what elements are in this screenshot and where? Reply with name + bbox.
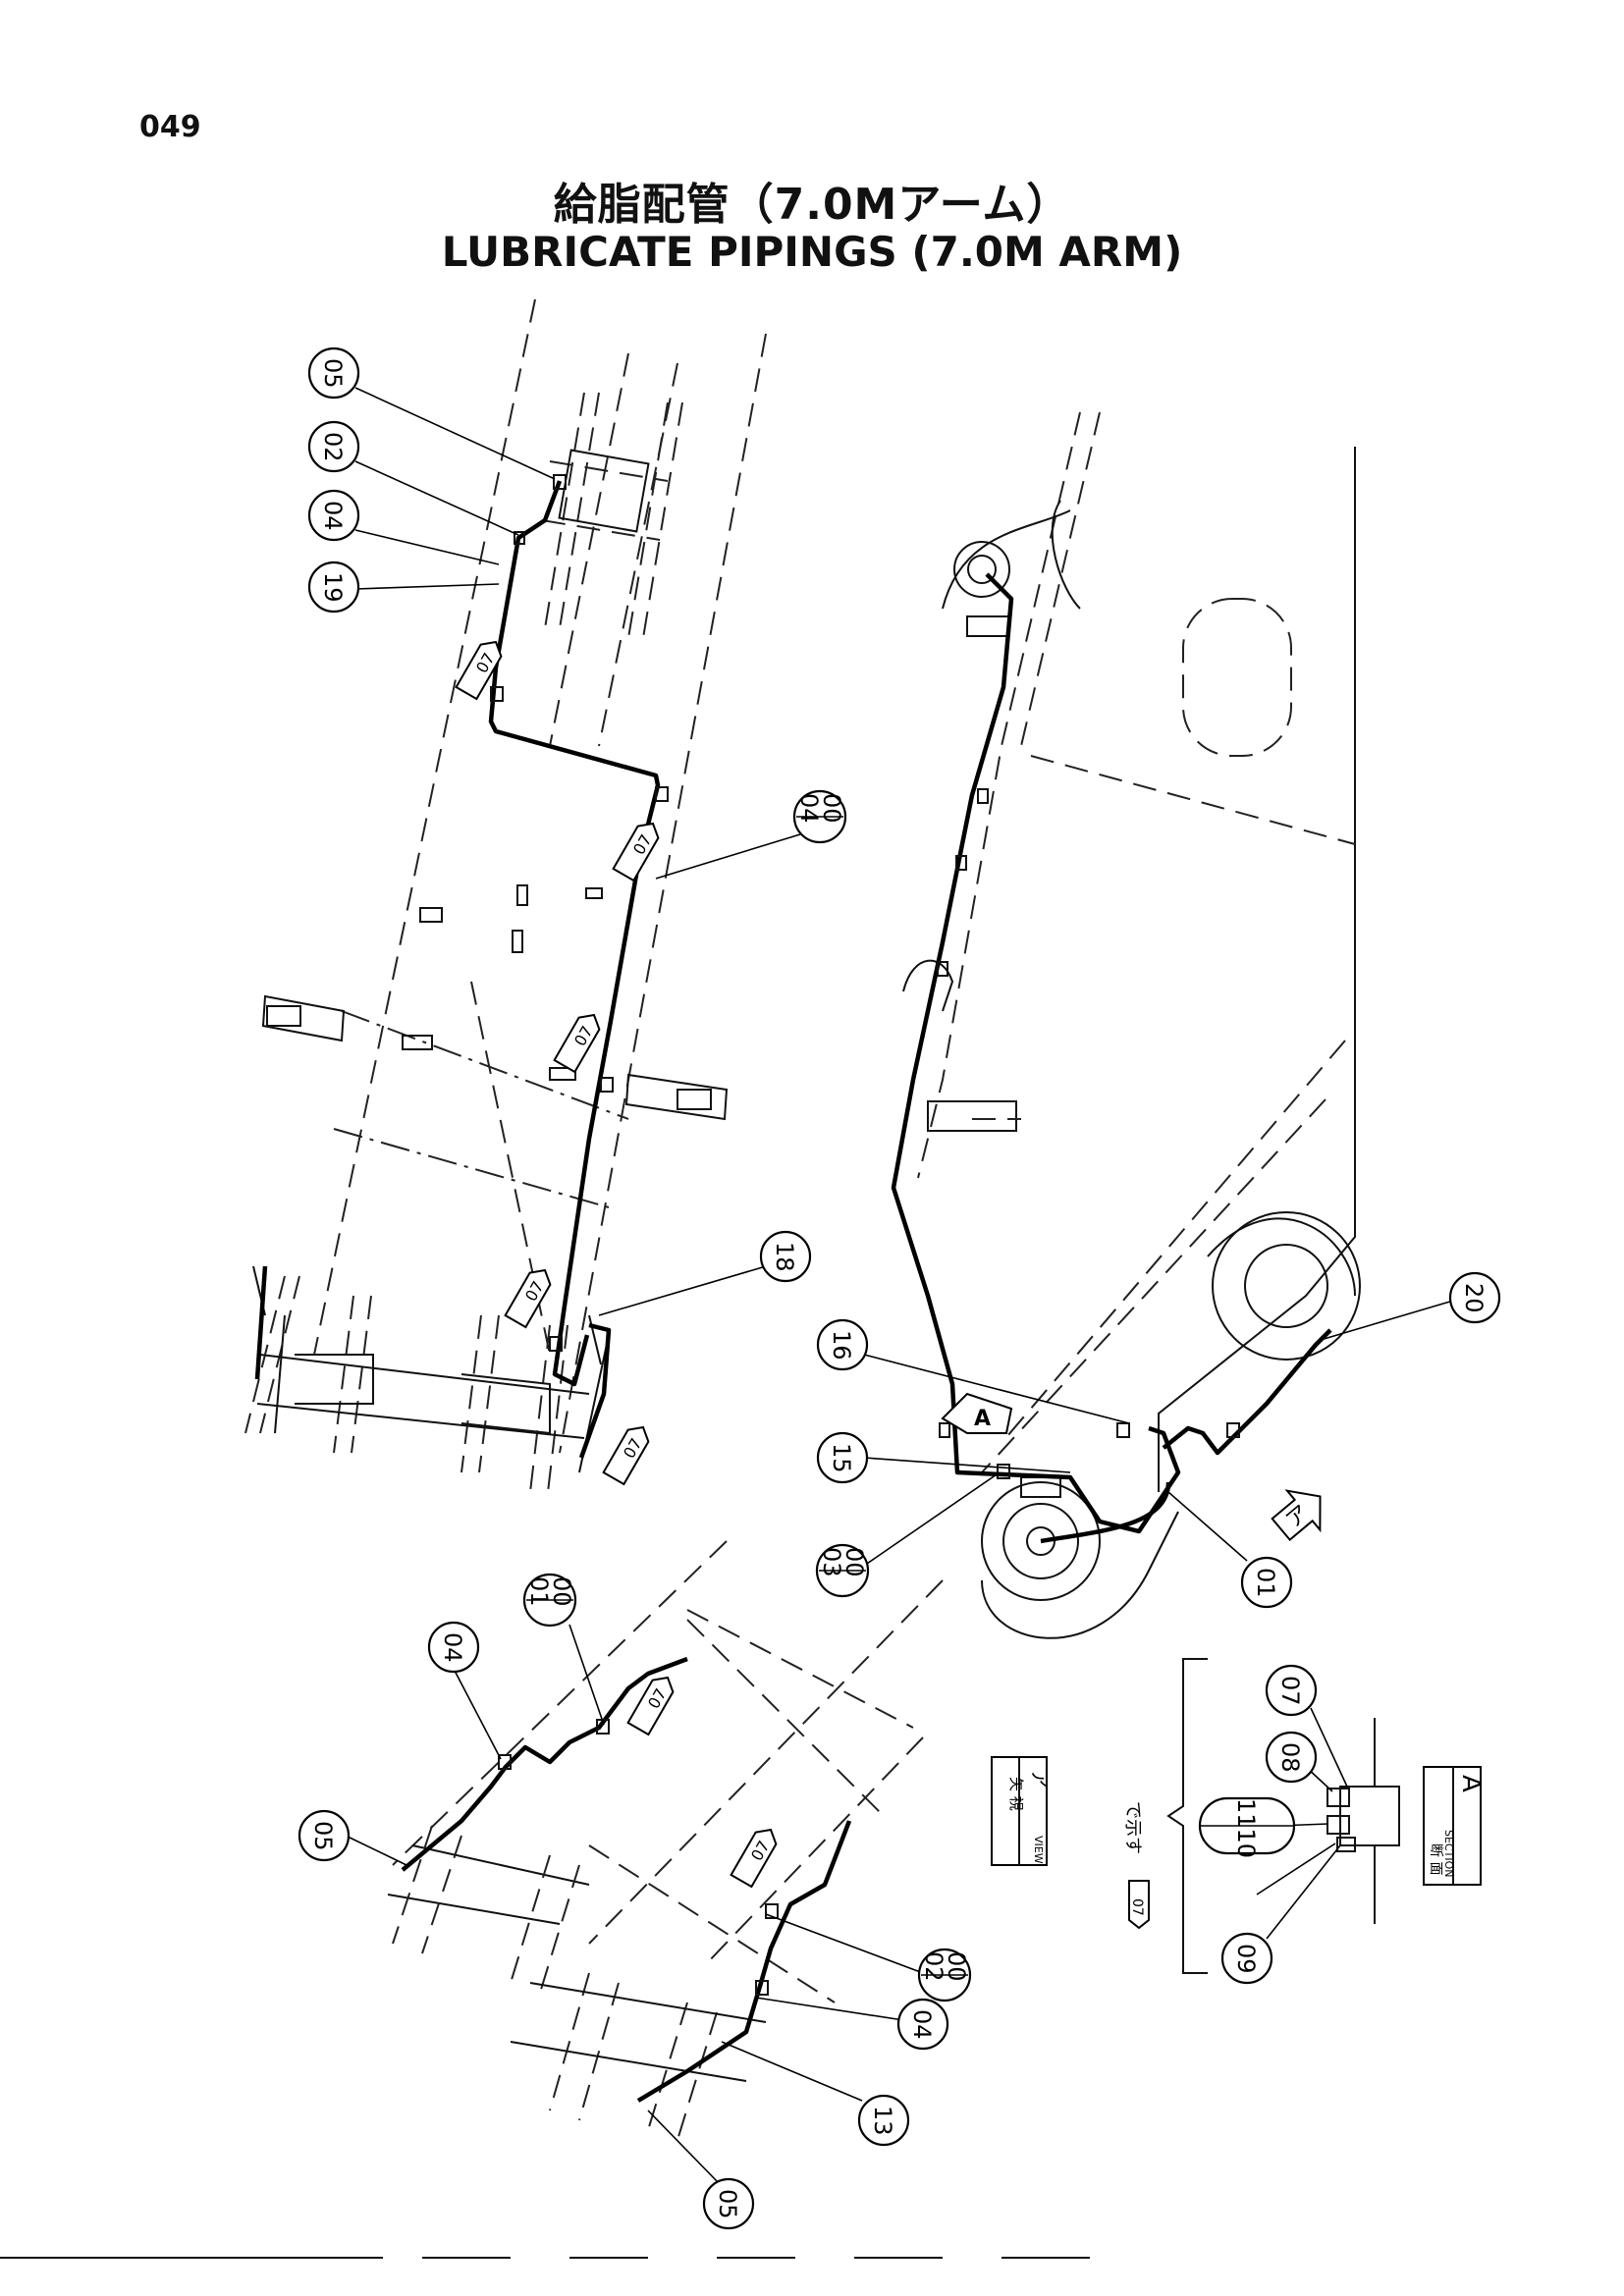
svg-text:15: 15 [828, 1443, 855, 1473]
svg-text:A: A [974, 1407, 991, 1431]
svg-text:19: 19 [319, 572, 347, 603]
svg-text:1110: 1110 [1232, 1798, 1260, 1858]
view-arrow: ア [1271, 1489, 1322, 1541]
svg-text:で示す: で示す [1122, 1801, 1143, 1854]
svg-text:04: 04 [439, 1632, 466, 1663]
tag-07-2: 07 [612, 822, 660, 882]
callout-02: 02 [307, 420, 360, 473]
svg-text:03: 03 [818, 1547, 845, 1577]
arrow-a: A [941, 1392, 1013, 1434]
svg-text:05: 05 [319, 358, 347, 389]
svg-text:07: 07 [1276, 1676, 1304, 1706]
svg-text:20: 20 [1460, 1283, 1488, 1313]
callout-05-view-a: 05 [298, 1809, 351, 1862]
callout-20: 20 [1448, 1271, 1501, 1324]
legend-note: 07 で示す [1122, 1658, 1208, 1974]
callout-04: 04 [307, 489, 360, 542]
callout-09: 09 [1220, 1932, 1273, 1985]
svg-text:05: 05 [309, 1821, 337, 1851]
svg-text:00: 00 [840, 1547, 868, 1577]
svg-text:01: 01 [1252, 1568, 1279, 1598]
page-number: 049 [139, 110, 201, 144]
callout-08: 08 [1265, 1731, 1318, 1784]
svg-text:05: 05 [714, 2189, 741, 2219]
callout-04-view-a-lower: 04 [896, 1998, 949, 2051]
svg-text:00: 00 [818, 793, 845, 824]
arm-top-view [244, 298, 767, 1493]
svg-text:01: 01 [525, 1576, 553, 1607]
view-a-detail [387, 1540, 944, 2141]
tag-07-1: 07 [455, 640, 503, 701]
svg-text:04: 04 [908, 2009, 936, 2040]
section-label: A 断 面 SECTION [1423, 1766, 1486, 1886]
callout-13: 13 [857, 2094, 910, 2147]
callout-18: 18 [759, 1230, 812, 1283]
callout-15: 15 [816, 1431, 869, 1484]
svg-text:VIEW: VIEW [1032, 1836, 1045, 1864]
svg-text:09: 09 [1232, 1944, 1260, 1974]
callout-05-view-a-lower: 05 [702, 2177, 755, 2230]
svg-text:08: 08 [1276, 1742, 1304, 1773]
view-label: 矢 視 VIEW ア [991, 1756, 1052, 1866]
svg-text:00: 00 [943, 1951, 970, 1982]
callout-07: 07 [1265, 1664, 1318, 1717]
svg-text:ア: ア [1028, 1769, 1052, 1789]
callout-04-view-a: 04 [427, 1621, 480, 1674]
svg-text:矢 視: 矢 視 [1007, 1777, 1025, 1811]
callout-19: 19 [307, 561, 360, 614]
tag-07-3: 07 [553, 1013, 601, 1074]
callout-16: 16 [816, 1318, 869, 1371]
callout-01: 01 [1240, 1556, 1293, 1609]
svg-text:SECTION: SECTION [1442, 1830, 1455, 1877]
svg-text:07: 07 [1129, 1898, 1145, 1916]
svg-text:13: 13 [869, 2106, 896, 2136]
tag-07-4: 07 [504, 1268, 552, 1329]
svg-text:00: 00 [548, 1576, 575, 1607]
svg-text:18: 18 [771, 1242, 798, 1272]
svg-text:断 面: 断 面 [1428, 1843, 1443, 1875]
svg-text:04: 04 [795, 793, 823, 824]
svg-text:A: A [1456, 1775, 1486, 1792]
title-japanese: 給脂配管（7.0Mアーム） [553, 180, 1071, 230]
section-a-detail [1256, 1707, 1400, 1940]
arm-side-view: A ア [891, 411, 1361, 1639]
callout-05: 05 [307, 347, 360, 400]
svg-text:02: 02 [920, 1951, 947, 1982]
svg-text:16: 16 [828, 1330, 855, 1361]
tag-07-5: 07 [602, 1425, 650, 1486]
callout-11-10: 1110 [1198, 1796, 1296, 1858]
svg-text:04: 04 [319, 501, 347, 531]
title-english: LUBRICATE PIPINGS (7.0M ARM) [441, 228, 1183, 276]
leader-lines [345, 387, 1454, 2184]
svg-text:02: 02 [319, 432, 347, 462]
tag-07-7: 07 [730, 1828, 778, 1889]
